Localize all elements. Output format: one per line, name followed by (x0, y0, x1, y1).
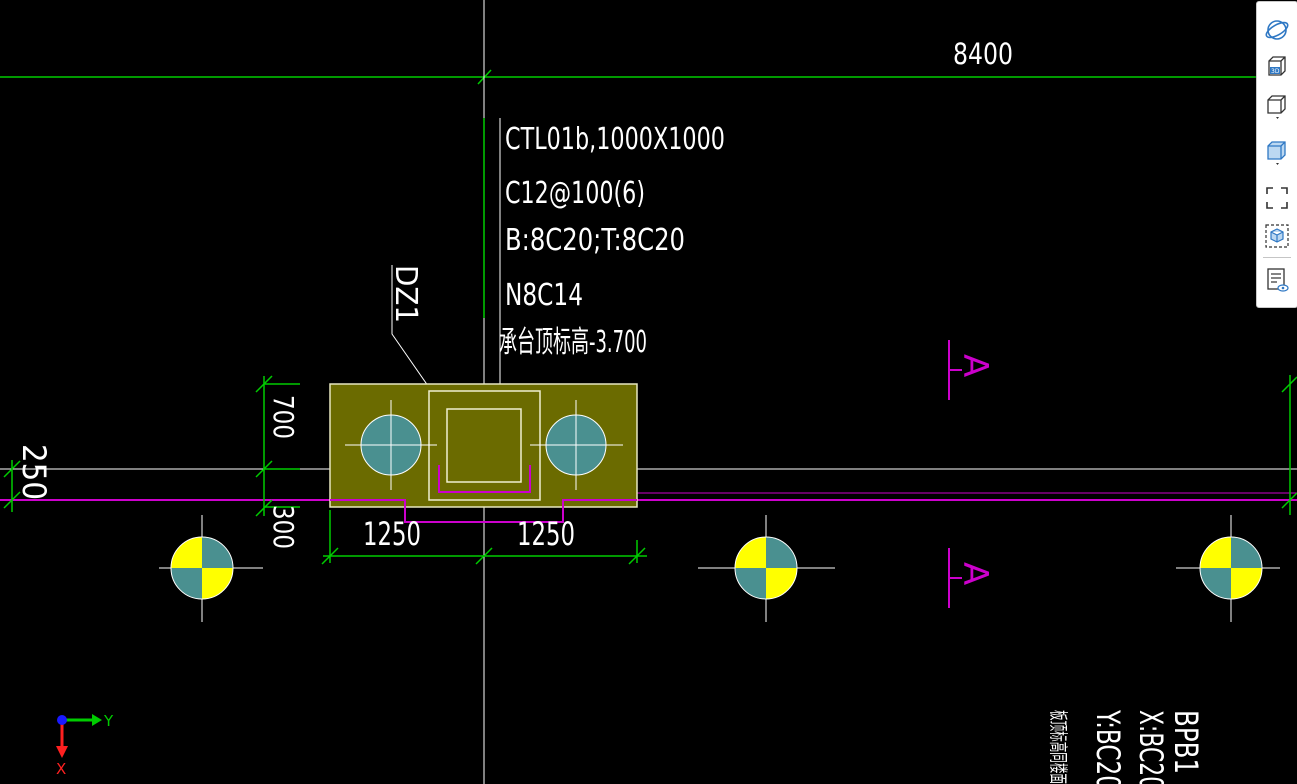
dim-tick-3 (255, 499, 273, 517)
dim-h-tick-3 (628, 547, 646, 565)
side-bars-label: N8C14 (505, 278, 583, 313)
pile-symbol-middle[interactable] (698, 515, 835, 622)
view-3d-icon[interactable]: 3D (1261, 50, 1293, 82)
dimension-1250-right: 1250 (517, 515, 575, 553)
dimension-1250-left: 1250 (363, 515, 421, 553)
pile-symbol-right[interactable] (1176, 515, 1280, 622)
corner-label-elev: 板顶标高同楼面 (1047, 710, 1069, 784)
corner-label-bpb1: BPB1 (1167, 710, 1205, 774)
section-marker-lower[interactable]: A (948, 548, 995, 608)
view-cube-icon[interactable] (1261, 88, 1293, 120)
svg-text:A: A (955, 354, 995, 377)
dim-250-tick-2 (3, 491, 21, 509)
dim-h-tick-1 (321, 547, 339, 565)
column-rebar-magenta (438, 465, 531, 493)
column-label-dz1: DZ1 (388, 265, 423, 323)
fullscreen-icon[interactable] (1261, 182, 1293, 214)
beam-cap-magenta (330, 499, 637, 523)
dimension-700: 700 (267, 395, 300, 439)
corner-label-x: X:BC20 (1132, 710, 1170, 784)
svg-text:X: X (56, 760, 66, 778)
column-leader (391, 265, 436, 397)
orbit-icon[interactable] (1261, 14, 1293, 46)
dimension-250: 250 (15, 444, 53, 500)
corner-label-y: Y:BC20 (1089, 709, 1127, 784)
dim-right-tick-2 (1281, 492, 1297, 509)
focus-object-icon[interactable] (1261, 220, 1293, 252)
svg-text:3D: 3D (1271, 68, 1280, 75)
section-marker-upper[interactable]: A (948, 340, 995, 400)
dim-250-tick-1 (3, 460, 21, 478)
dimension-8400: 8400 (953, 37, 1013, 71)
stirrup-label: C12@100(6) (505, 176, 645, 211)
view-toolbar: 3D (1256, 1, 1297, 308)
svg-text:Y: Y (103, 712, 114, 730)
shaded-cube-icon[interactable] (1261, 134, 1293, 166)
dimension-300: 300 (267, 505, 300, 549)
cap-top-elevation: 承台顶标高-3.700 (499, 325, 647, 360)
column-inner (446, 408, 522, 483)
dim-h-tick-2 (475, 547, 493, 565)
pile-symbol-left[interactable] (159, 515, 263, 622)
svg-text:A: A (955, 562, 995, 585)
properties-icon[interactable] (1261, 264, 1293, 296)
longitudinal-bars-label: B:8C20;T:8C20 (505, 223, 685, 258)
ucs-icon: Y X (56, 712, 114, 778)
pile-cap-label: CTL01b,1000X1000 (505, 122, 725, 157)
dim-right-tick-1 (1281, 376, 1297, 393)
toolbar-separator (1263, 257, 1291, 258)
